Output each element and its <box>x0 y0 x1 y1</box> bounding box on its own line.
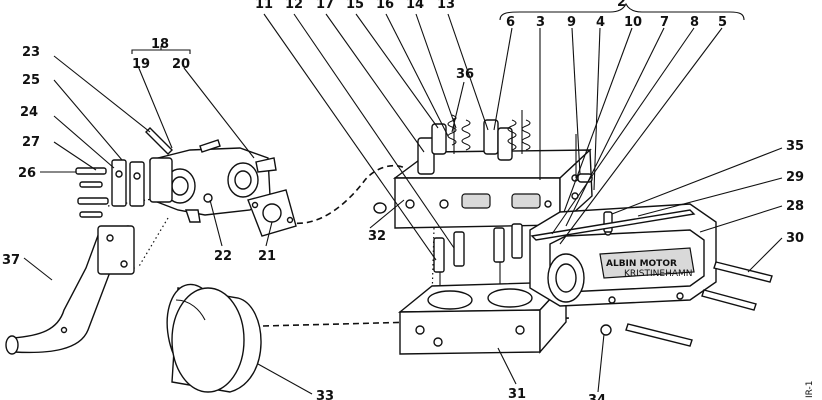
callout-5: 5 <box>718 15 727 30</box>
callout-23: 23 <box>22 45 40 60</box>
valve-springs <box>417 110 593 183</box>
callout-21: 21 <box>258 249 276 264</box>
brace-group-18 <box>131 46 191 54</box>
callout-25: 25 <box>22 73 40 88</box>
callout-24: 24 <box>20 105 38 120</box>
cover-brand-subtext: KRISTINEHAMN <box>624 269 693 279</box>
callout-6: 6 <box>506 15 515 30</box>
valve-cover: ALBIN MOTOR KRISTINEHAMN <box>529 203 717 307</box>
flange-plate <box>247 189 297 237</box>
gas-path-left <box>286 164 406 225</box>
callout-13: 13 <box>437 0 455 12</box>
manifold <box>149 147 271 223</box>
callout-15: 15 <box>346 0 364 12</box>
callout-34: 34 <box>588 393 606 400</box>
callout-36: 36 <box>456 67 474 82</box>
manifold-bolts <box>75 127 277 218</box>
callout-labels: 2 3 4 5 6 7 8 9 10 11 12 13 14 15 16 17 … <box>2 0 804 400</box>
cover-brand-text: ALBIN MOTOR <box>606 259 677 269</box>
callout-22: 22 <box>214 249 232 264</box>
callout-18: 18 <box>151 37 169 52</box>
callout-9: 9 <box>567 15 576 30</box>
callout-16: 16 <box>376 0 394 12</box>
callout-33: 33 <box>316 389 334 400</box>
stud-alignment-line <box>137 217 169 269</box>
callout-14: 14 <box>406 0 424 12</box>
muffler <box>166 283 262 393</box>
flange-gaskets <box>111 159 145 207</box>
callout-8: 8 <box>690 15 699 30</box>
callout-11: 11 <box>255 0 273 12</box>
brace-group-2 <box>499 2 745 21</box>
callout-20: 20 <box>172 57 190 72</box>
callout-26: 26 <box>18 166 36 181</box>
callout-31: 31 <box>508 387 526 400</box>
cylinder-head <box>373 148 593 229</box>
callout-28: 28 <box>786 199 804 214</box>
callout-32: 32 <box>368 229 386 244</box>
callout-29: 29 <box>786 170 804 185</box>
callout-7: 7 <box>660 15 669 30</box>
callout-10: 10 <box>624 15 642 30</box>
callout-4: 4 <box>596 15 605 30</box>
callout-3: 3 <box>536 15 545 30</box>
callout-35: 35 <box>786 139 804 154</box>
callout-37: 37 <box>2 253 20 268</box>
cover-bolts <box>600 261 773 347</box>
exhaust-pipe-bend <box>5 225 135 355</box>
leader-lines <box>23 13 783 395</box>
callout-27: 27 <box>22 135 40 150</box>
callout-17: 17 <box>316 0 334 12</box>
callout-2: 2 <box>617 0 626 10</box>
callout-30: 30 <box>786 231 804 246</box>
figure-ref: IR-1 <box>805 380 815 398</box>
callout-12: 12 <box>285 0 303 12</box>
callout-19: 19 <box>132 57 150 72</box>
